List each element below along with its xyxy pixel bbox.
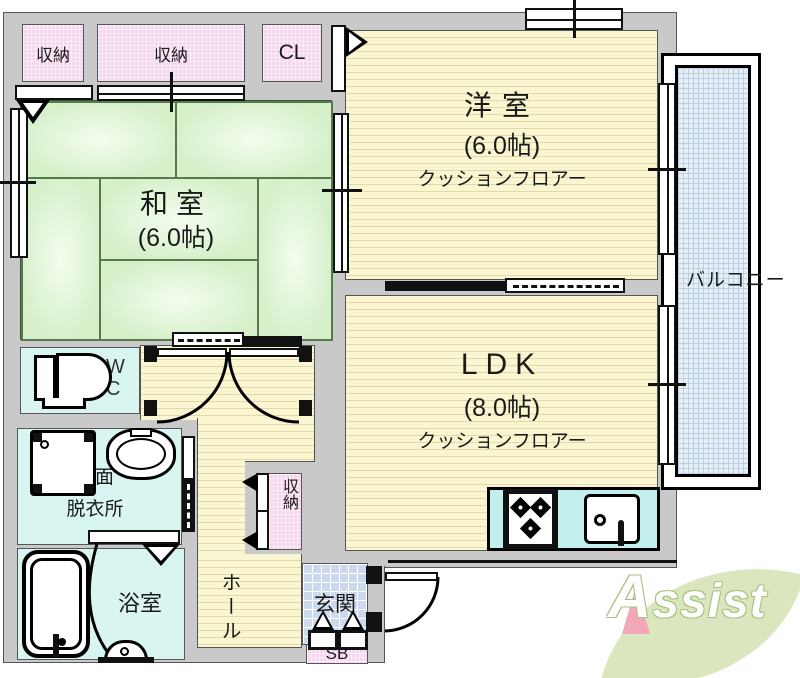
closet-mid-fold-leaf	[256, 510, 269, 550]
washroom-door-slider	[182, 480, 195, 532]
youshitsu-floor: クッションフロアー	[417, 169, 587, 190]
assist-logo-text: Assist	[608, 562, 767, 631]
balcony-floor	[675, 65, 751, 477]
washitsu-name: 和室	[139, 188, 212, 219]
youshitsu-ldk-panel	[385, 281, 505, 291]
shoebox-cabinet-icon	[338, 630, 368, 650]
washer-corner	[84, 484, 93, 493]
wc-door-jamb	[144, 346, 157, 362]
room-hall-bottom	[197, 554, 302, 648]
closet-top-left-door	[15, 85, 93, 100]
entrance-door-arc	[384, 576, 440, 633]
kitchen-sink-icon	[584, 494, 640, 544]
closet-top-wide: 収納	[97, 24, 245, 82]
assist-logo-rest: ssist	[652, 575, 767, 628]
ldk-size: (8.0帖)	[463, 394, 541, 422]
ldk-door-jamb	[299, 400, 312, 416]
oshiire-door-tick	[170, 72, 173, 112]
washitsu-south-slider	[172, 332, 244, 347]
closet-top-wide-label: 収納	[154, 45, 188, 65]
closet-top-left-label: 収納	[36, 45, 70, 65]
ldk-floor: クッションフロアー	[417, 431, 587, 452]
closet-top-left: 収納	[22, 24, 84, 82]
closet-mid-fold-marker	[242, 473, 258, 492]
washbasin-faucet	[130, 428, 152, 437]
toilet-base-icon	[42, 398, 86, 409]
window-washitsu-left-tick	[0, 181, 36, 184]
bathroom-door-arc	[87, 543, 114, 659]
slider-washitsu-youshitsu-tick	[322, 189, 362, 192]
washer-dial	[40, 440, 49, 449]
washitsu-south-panel	[244, 336, 302, 347]
hall-label: ホール	[218, 572, 240, 644]
bath-drain-knob	[120, 647, 129, 656]
entrance-door-jamb	[366, 566, 382, 584]
wc-door-jamb	[144, 400, 157, 416]
closet-mid-fold-marker	[242, 531, 258, 550]
kitchen-sink-drain	[594, 514, 606, 526]
genkan-label: 玄関	[314, 593, 356, 616]
bathtub-faucet	[53, 634, 59, 658]
toilet-bowl-icon	[56, 353, 112, 401]
window-youshitsu-balcony-tick	[648, 168, 686, 171]
closet-cl-door	[331, 25, 346, 92]
toilet-tank-icon	[34, 355, 56, 401]
room-youshitsu	[345, 30, 658, 280]
ldk-door-arc	[227, 351, 300, 424]
room-hall-side	[197, 460, 245, 556]
washroom-door-leaf	[182, 436, 195, 480]
bathroom-label: 浴室	[117, 591, 162, 616]
window-top-tick	[573, 0, 576, 38]
assist-logo-initial: A	[608, 563, 653, 630]
closet-cl-label: CL	[278, 41, 306, 64]
washer-corner	[33, 484, 42, 493]
bath-drain-base	[98, 657, 154, 663]
balcony-label: バルコニー	[686, 270, 786, 291]
washroom-label-2: 脱衣所	[66, 499, 124, 520]
bathtub-faucet-knob	[58, 638, 66, 646]
wc-door-arc	[156, 351, 229, 424]
youshitsu-size: (6.0帖)	[463, 132, 541, 160]
washitsu-size: (6.0帖)	[137, 224, 215, 252]
wall-edge-ldk-bottom	[388, 560, 677, 563]
entrance-door-leaf	[385, 572, 438, 581]
shoebox-cabinet-icon	[308, 630, 338, 650]
closet-mid-label: 収納	[280, 478, 297, 510]
washbasin-inner	[116, 438, 166, 470]
entrance-door-jamb	[366, 612, 382, 632]
youshitsu-ldk-slider	[505, 278, 625, 293]
washer-corner	[84, 433, 93, 442]
washer-corner	[33, 433, 42, 442]
kitchen-faucet-icon	[618, 520, 624, 546]
youshitsu-name: 洋室	[463, 90, 540, 121]
ldk-name: LDK	[460, 348, 544, 381]
slider-washitsu-youshitsu	[333, 113, 349, 273]
bathroom-door-leaf	[88, 530, 180, 544]
window-ldk-balcony-tick	[648, 383, 686, 386]
closet-cl: CL	[262, 24, 322, 82]
closet-mid	[268, 473, 302, 550]
tatami-mat	[257, 177, 333, 341]
room-washitsu	[20, 100, 333, 341]
room-hall-mid	[197, 418, 315, 462]
ldk-door-jamb	[299, 346, 312, 362]
